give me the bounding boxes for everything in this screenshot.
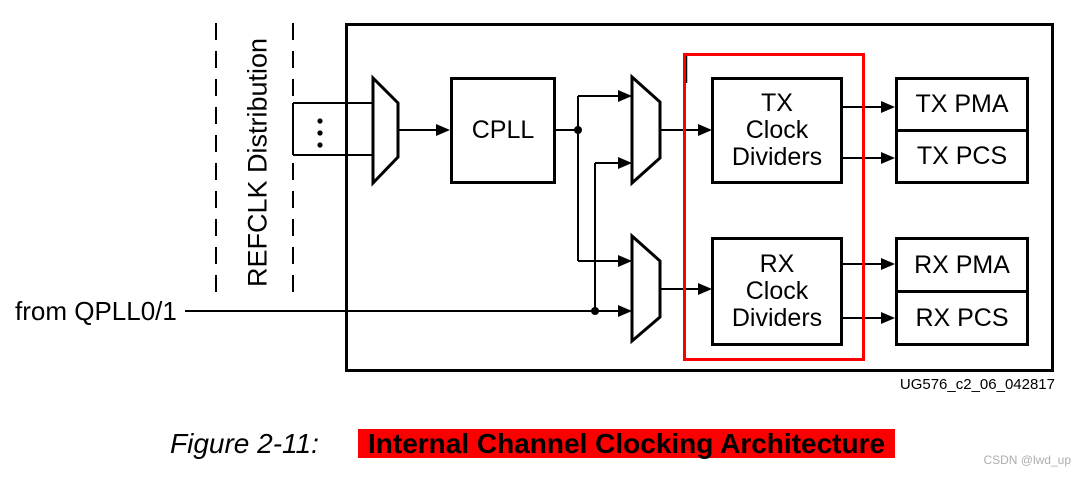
arrowhead-txpma-in (881, 101, 895, 113)
tx-pma-label: TX PMA (915, 90, 1009, 118)
tx-pma-block: TX PMA (898, 80, 1026, 129)
rx-clock-mux (630, 232, 662, 345)
figure-caption: Figure 2-11: Internal Channel Clocking A… (0, 428, 1079, 462)
arrowhead-rxmux-bottom-in (618, 305, 632, 317)
tx-clock-mux (630, 73, 662, 187)
tx-clock-dividers-block: TX Clock Dividers (711, 77, 843, 184)
figure-title-highlighted: Internal Channel Clocking Architecture (358, 429, 896, 458)
tx-pcs-label: TX PCS (916, 142, 1008, 170)
refclk-mux (371, 74, 400, 187)
rx-pma-label: RX PMA (914, 250, 1010, 279)
arrowhead-rxpma-in (881, 258, 895, 270)
rx-divider-label-line3: Dividers (731, 304, 823, 332)
arrowhead-txpcs-in (881, 152, 895, 164)
rx-pma-block: RX PMA (898, 240, 1026, 290)
tx-divider-label-line1: TX (761, 89, 793, 117)
refclk-distribution-label: REFCLK Distribution (242, 37, 273, 288)
image-reference-label: UG576_c2_06_042817 (899, 376, 1055, 393)
arrowhead-rxmux-top-in (618, 255, 632, 267)
figure-number-label: Figure 2-11: (170, 428, 319, 459)
cpll-label: CPLL (471, 116, 535, 144)
arrowhead-rxpcs-in (881, 312, 895, 324)
tx-divider-label-line3: Dividers (731, 143, 823, 171)
rx-pma-pcs-pair: RX PMA RX PCS (895, 237, 1029, 346)
rx-divider-label-line1: RX (759, 250, 795, 278)
arrowhead-txmux-bottom-in (618, 157, 632, 169)
rx-pcs-label: RX PCS (915, 303, 1009, 332)
arrowhead-cpll-in (436, 124, 450, 136)
channel-outer-box (345, 23, 1054, 372)
arrowhead-txmux-top-in (618, 90, 632, 102)
rx-pcs-block: RX PCS (898, 290, 1026, 343)
rx-clock-dividers-block: RX Clock Dividers (711, 237, 843, 346)
rx-divider-label-line2: Clock (745, 277, 809, 305)
from-qpll-label: from QPLL0/1 (15, 296, 177, 326)
tx-pma-pcs-pair: TX PMA TX PCS (895, 77, 1029, 184)
watermark-label: CSDN @lwd_up (983, 453, 1071, 467)
vertical-ellipsis-dots (317, 118, 323, 148)
arrowhead-txdiv-in (698, 124, 712, 136)
tx-divider-label-line2: Clock (745, 116, 809, 144)
red-highlight-rectangle (683, 53, 865, 361)
cpll-block: CPLL (450, 77, 556, 184)
arrowhead-rxdiv-in (698, 283, 712, 295)
tx-pcs-block: TX PCS (898, 129, 1026, 181)
